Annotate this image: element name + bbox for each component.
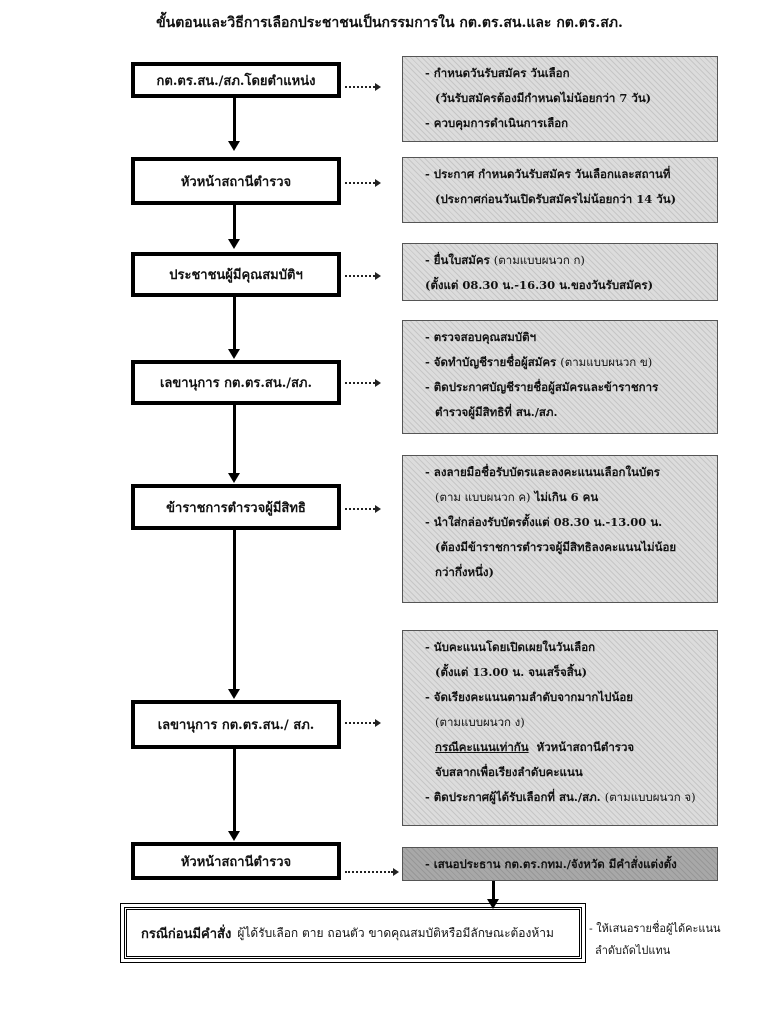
note-line: - ยื่นใบสมัคร bbox=[425, 253, 490, 267]
connector-1 bbox=[233, 97, 236, 142]
step-box-6: เลขานุการ กต.ตร.สน./ สภ. bbox=[131, 700, 341, 749]
step-label: ข้าราชการตำรวจผู้มีสิทธิ bbox=[166, 500, 306, 516]
dotted-arrow-4 bbox=[345, 382, 375, 384]
note-box-5: - ลงลายมือชื่อรับบัตรและลงคะแนนเลือกในบั… bbox=[402, 455, 718, 603]
connector-4 bbox=[233, 405, 236, 474]
step-box-2: หัวหน้าสถานีตำรวจ bbox=[131, 157, 341, 205]
dotted-arrowhead-2 bbox=[375, 179, 381, 187]
note-line: ตำรวจผู้มีสิทธิที่ สน./สภ. bbox=[435, 405, 558, 419]
note-box-2: - ประกาศ กำหนดวันรับสมัคร วันเลือกและสถา… bbox=[402, 157, 718, 223]
arrowhead-2 bbox=[228, 239, 240, 249]
note-line: - ประกาศ กำหนดวันรับสมัคร วันเลือกและสถา… bbox=[425, 167, 671, 181]
note-box-4: - ตรวจสอบคุณสมบัติฯ - จัดทำบัญชีรายชื่อผ… bbox=[402, 320, 718, 434]
note-line: ไม่เกิน 6 คน bbox=[534, 490, 599, 504]
dotted-arrow-2 bbox=[345, 182, 375, 184]
arrowhead-1 bbox=[228, 141, 240, 151]
dotted-arrowhead-1 bbox=[375, 83, 381, 91]
note-line: (ต้องมีข้าราชการตำรวจผู้มีสิทธิลงคะแนนไม… bbox=[435, 540, 677, 554]
note-line: หัวหน้าสถานีตำรวจ bbox=[536, 740, 635, 754]
note-line: - ติดประกาศผู้ได้รับเลือกที่ สน./สภ. bbox=[425, 790, 601, 804]
step-label: หัวหน้าสถานีตำรวจ bbox=[180, 854, 292, 870]
note-line: (ประกาศก่อนวันเปิดรับสมัครไม่น้อยกว่า 14… bbox=[435, 192, 677, 206]
note-line: (ตามแบบผนวก จ) bbox=[604, 790, 696, 804]
note-line: (ตั้งแต่ 13.00 น. จนเสร็จสิ้น) bbox=[435, 665, 588, 679]
step-box-5: ข้าราชการตำรวจผู้มีสิทธิ bbox=[131, 484, 341, 530]
connector-7 bbox=[492, 880, 495, 900]
dotted-arrow-7 bbox=[345, 871, 393, 873]
note-line: กรณีคะแนนเท่ากัน bbox=[435, 740, 529, 754]
note-line: (ตาม แบบผนวก ค) bbox=[435, 490, 531, 504]
note-line: - จัดทำบัญชีรายชื่อผู้สมัคร bbox=[425, 355, 557, 369]
step-label: กต.ตร.สน./สภ.โดยตำแหน่ง bbox=[156, 73, 316, 89]
note-box-3: - ยื่นใบสมัคร (ตามแบบผนวก ก) (ตั้งแต่ 08… bbox=[402, 243, 718, 301]
dotted-arrow-3 bbox=[345, 275, 375, 277]
note-line: - ตรวจสอบคุณสมบัติฯ bbox=[425, 330, 537, 344]
note-box-6: - นับคะแนนโดยเปิดเผยในวันเลือก (ตั้งแต่ … bbox=[402, 630, 718, 826]
note-line: - กำหนดวันรับสมัคร วันเลือก bbox=[425, 66, 570, 80]
note-line: (ตามแบบผนวก ก) bbox=[493, 253, 585, 267]
note-box-1: - กำหนดวันรับสมัคร วันเลือก (วันรับสมัคร… bbox=[402, 56, 718, 142]
page-title: ขั้นตอนและวิธีการเลือกประชาชนเป็นกรรมการ… bbox=[156, 15, 623, 31]
note-line: - ลงลายมือชื่อรับบัตรและลงคะแนนเลือกในบั… bbox=[425, 465, 660, 479]
note-line: - จัดเรียงคะแนนตามลำดับจากมากไปน้อย bbox=[425, 690, 633, 704]
dotted-arrow-1 bbox=[345, 86, 375, 88]
exception-text: ผู้ได้รับเลือก ตาย ถอนตัว ขาดคุณสมบัติหร… bbox=[237, 925, 554, 940]
dotted-arrowhead-3 bbox=[375, 272, 381, 280]
side-note-line: - ให้เสนอรายชื่อผู้ได้คะแนน bbox=[589, 922, 721, 935]
note-line: (ตามแบบผนวก ง) bbox=[435, 715, 525, 729]
note-line: - ควบคุมการดำเนินการเลือก bbox=[425, 116, 569, 130]
note-line: (ตั้งแต่ 08.30 น.-16.30 น.ของวันรับสมัคร… bbox=[425, 278, 654, 292]
note-line: - นำใส่กล่องรับบัตรตั้งแต่ 08.30 น.-13.0… bbox=[425, 515, 663, 529]
step-label: ประชาชนผู้มีคุณสมบัติฯ bbox=[169, 268, 303, 283]
exception-heading: กรณีก่อนมีคำสั่ง bbox=[141, 926, 232, 942]
step-box-7: หัวหน้าสถานีตำรวจ bbox=[131, 842, 341, 880]
step-label: เลขานุการ กต.ตร.สน./ สภ. bbox=[157, 718, 315, 733]
note-line: จับสลากเพื่อเรียงลำดับคะแนน bbox=[435, 765, 583, 779]
dotted-arrow-5 bbox=[345, 508, 375, 510]
connector-6 bbox=[233, 749, 236, 832]
arrowhead-3 bbox=[228, 349, 240, 359]
dotted-arrowhead-6 bbox=[375, 719, 381, 727]
dotted-arrowhead-7 bbox=[393, 868, 399, 876]
note-box-7: - เสนอประธาน กต.ตร.กทม./จังหวัด มีคำสั่ง… bbox=[402, 847, 718, 881]
arrowhead-4 bbox=[228, 473, 240, 483]
arrowhead-6 bbox=[228, 831, 240, 841]
arrowhead-7 bbox=[487, 899, 499, 909]
note-line: - ติดประกาศบัญชีรายชื่อผู้สมัครและข้าราช… bbox=[425, 380, 659, 394]
side-note: - ให้เสนอรายชื่อผู้ได้คะแนน ลำดับถัดไปแท… bbox=[589, 918, 769, 962]
step-box-3: ประชาชนผู้มีคุณสมบัติฯ bbox=[131, 252, 341, 297]
dotted-arrowhead-4 bbox=[375, 379, 381, 387]
exception-box: กรณีก่อนมีคำสั่ง ผู้ได้รับเลือก ตาย ถอนต… bbox=[120, 903, 586, 963]
side-note-line: ลำดับถัดไปแทน bbox=[595, 944, 671, 957]
step-box-4: เลขานุการ กต.ตร.สน./สภ. bbox=[131, 360, 341, 405]
note-line: (วันรับสมัครต้องมีกำหนดไม่น้อยกว่า 7 วัน… bbox=[435, 91, 652, 105]
dotted-arrow-6 bbox=[345, 722, 375, 724]
connector-2 bbox=[233, 205, 236, 240]
note-line: (ตามแบบผนวก ข) bbox=[560, 355, 653, 369]
note-line: กว่ากึ่งหนึ่ง) bbox=[435, 565, 494, 579]
note-line: - เสนอประธาน กต.ตร.กทม./จังหวัด มีคำสั่ง… bbox=[425, 856, 677, 871]
arrowhead-5 bbox=[228, 689, 240, 699]
dotted-arrowhead-5 bbox=[375, 505, 381, 513]
step-box-1: กต.ตร.สน./สภ.โดยตำแหน่ง bbox=[131, 62, 341, 98]
step-label: หัวหน้าสถานีตำรวจ bbox=[180, 174, 292, 190]
note-line: - นับคะแนนโดยเปิดเผยในวันเลือก bbox=[425, 640, 596, 654]
connector-3 bbox=[233, 297, 236, 350]
connector-5 bbox=[233, 530, 236, 690]
step-label: เลขานุการ กต.ตร.สน./สภ. bbox=[159, 376, 313, 391]
